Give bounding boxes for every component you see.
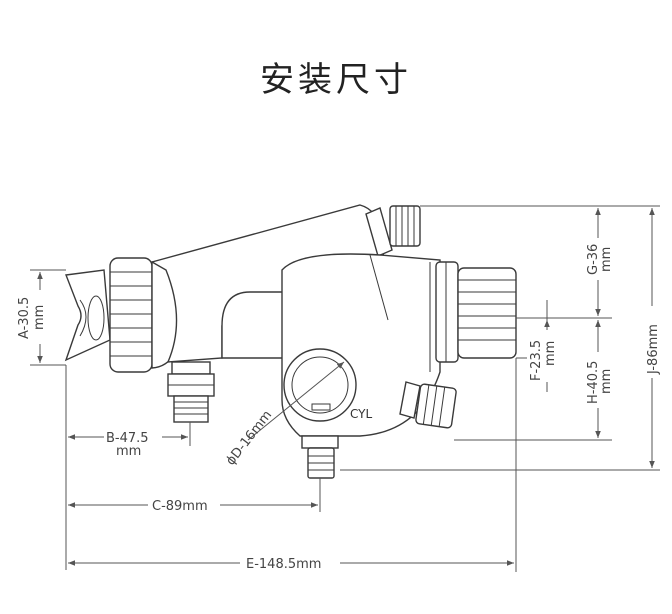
dim-b-unit: mm xyxy=(116,444,141,459)
dim-f-value: F-23.5 xyxy=(529,340,544,381)
dim-h-value: H-40.5 xyxy=(586,361,601,404)
dim-e-value: E-148.5mm xyxy=(246,557,321,572)
gun-body xyxy=(64,204,517,479)
dim-g-unit: mm xyxy=(599,247,614,272)
dimension-c: C-89mm xyxy=(68,478,321,514)
dimension-b: B-47.5 mm xyxy=(65,365,191,570)
diameter-label: ϕD-16mm xyxy=(223,408,275,469)
dim-b-value: B-47.5 xyxy=(106,431,149,446)
dim-f-unit: mm xyxy=(543,341,558,366)
dim-j-value: J-86mm xyxy=(646,324,661,375)
cyl-label: CYL xyxy=(350,407,372,421)
dim-a-value: A-30.5 xyxy=(17,297,32,339)
diameter-leader xyxy=(247,361,345,441)
dim-c-value: C-89mm xyxy=(152,499,208,514)
dim-g-value: G-36 xyxy=(586,244,601,275)
dimension-e: E-148.5mm xyxy=(68,358,517,572)
page-title: 安装尺寸 xyxy=(260,60,412,100)
dimension-a: A-30.5 mm xyxy=(14,269,66,366)
dim-a-unit: mm xyxy=(32,305,47,330)
dim-h-unit: mm xyxy=(599,369,614,394)
right-dimensions: G-36 mm F-23.5 mm H-40.5 mm J-86mm xyxy=(340,205,662,471)
